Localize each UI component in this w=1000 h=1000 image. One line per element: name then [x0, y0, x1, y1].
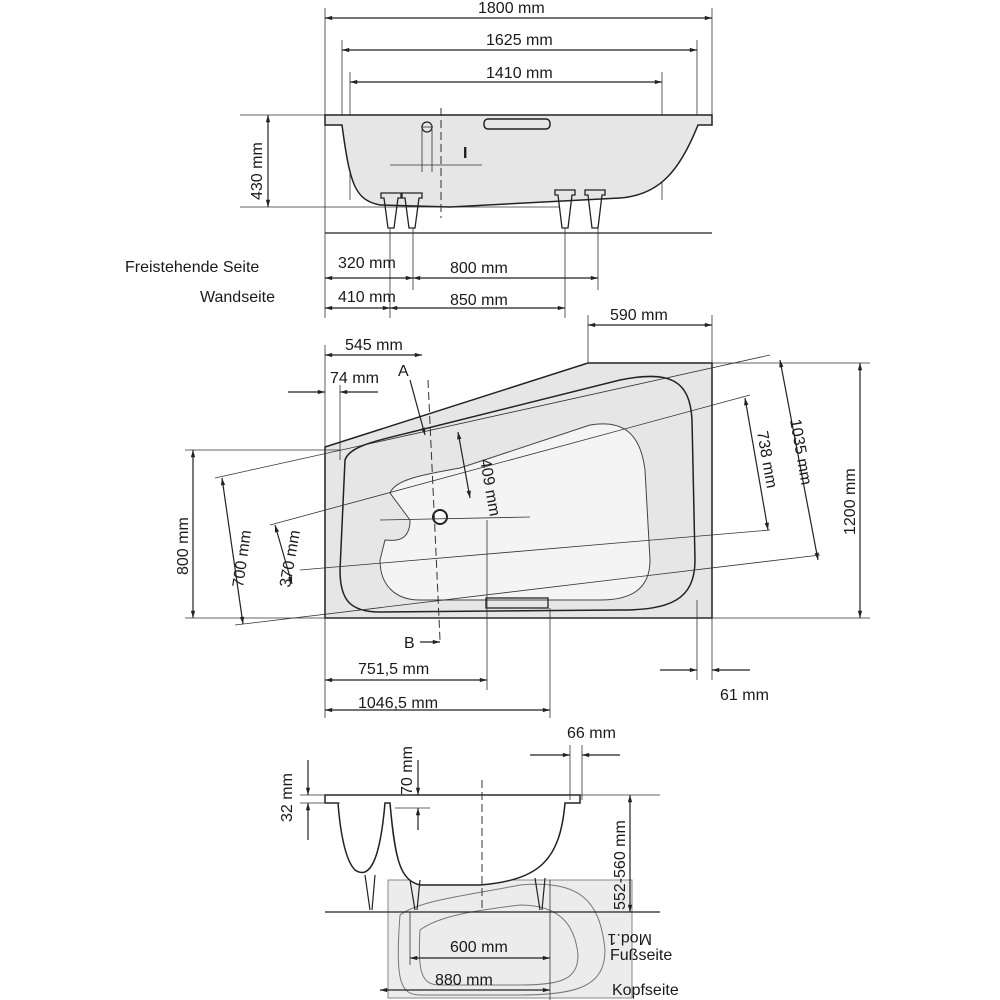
- dim-1800-label: 1800 mm: [478, 0, 545, 17]
- free-side-label: Freistehende Seite: [125, 259, 259, 276]
- dim-430-label: 430 mm: [249, 142, 266, 200]
- drain-icon-plan: [432, 509, 448, 525]
- dim-320-label: 320 mm: [338, 255, 396, 272]
- dim-738-label: 738 mm: [753, 430, 780, 490]
- dim-700-label: 700 mm: [230, 529, 255, 589]
- dim-1046-label: 1046,5 mm: [358, 695, 438, 712]
- section-legs: [364, 874, 546, 911]
- dim-370-label: 370 mm: [277, 529, 304, 589]
- section-marker-I: I: [463, 145, 467, 162]
- dim-61-label: 61 mm: [720, 687, 769, 704]
- section-B-label: B: [404, 635, 415, 652]
- inset-plan: [387, 879, 633, 999]
- dim-850-label: 850 mm: [450, 292, 508, 309]
- section-view: 32 mm 70 mm 66 mm 552-560 mm 600 mm 880 …: [279, 725, 679, 1000]
- dim-751-label: 751,5 mm: [358, 661, 429, 678]
- dim-880-label: 880 mm: [435, 972, 493, 989]
- dim-66-label: 66 mm: [567, 725, 616, 742]
- head-side-label: Kopfseite: [612, 982, 679, 999]
- side-view: 1800 mm 1625 mm 1410 mm I 430 mm Freiste…: [125, 0, 713, 318]
- dim-1200-label: 1200 mm: [842, 468, 859, 535]
- dim-552-560-label: 552-560 mm: [612, 820, 629, 910]
- model-label: Mod.1: [607, 930, 652, 947]
- dim-410-label: 410 mm: [338, 289, 396, 306]
- section-tub: [324, 794, 581, 886]
- dim-545-label: 545 mm: [345, 337, 403, 354]
- dim-32-label: 32 mm: [279, 773, 296, 822]
- plan-view: 590 mm 545 mm 74 mm A B 1200 mm 1035 mm …: [175, 307, 870, 718]
- dim-70-label: 70 mm: [399, 746, 416, 795]
- overflow-icon: [483, 118, 551, 130]
- dim-1035-label: 1035 mm: [786, 418, 814, 487]
- foot-side-label: Fußseite: [610, 947, 672, 964]
- dim-800-plan-label: 800 mm: [175, 517, 192, 575]
- dim-74-label: 74 mm: [330, 370, 379, 387]
- dim-800-label: 800 mm: [450, 260, 508, 277]
- wall-side-label: Wandseite: [200, 289, 275, 306]
- dim-590-label: 590 mm: [610, 307, 668, 324]
- dim-1625-label: 1625 mm: [486, 32, 553, 49]
- dim-600-label: 600 mm: [450, 939, 508, 956]
- dim-1410-label: 1410 mm: [486, 65, 553, 82]
- overflow-icon-plan: [485, 597, 549, 609]
- section-A-label: A: [398, 363, 409, 380]
